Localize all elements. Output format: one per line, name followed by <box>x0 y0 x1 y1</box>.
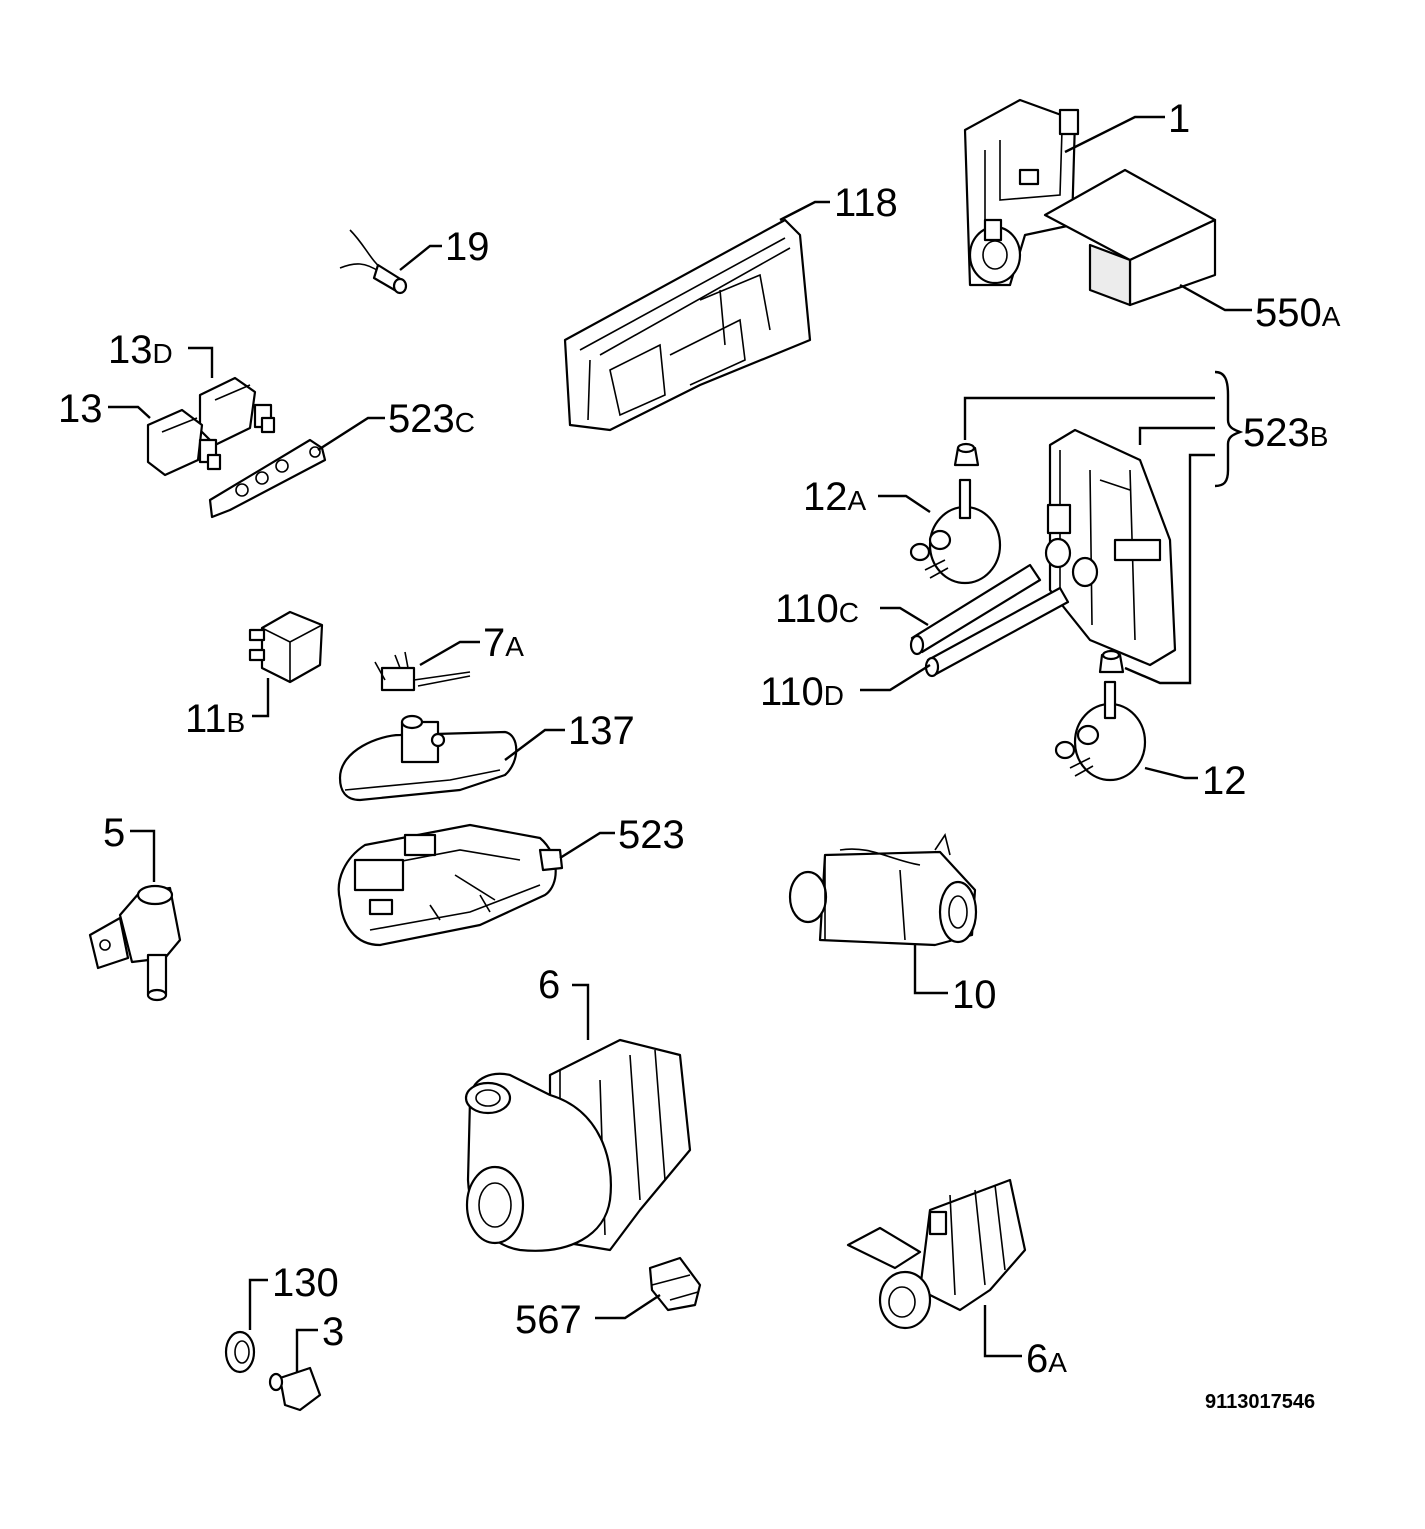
part-19-sensor <box>339 229 408 295</box>
part-7a-microswitch <box>374 651 471 692</box>
label-5: 5 <box>103 811 125 855</box>
label-6: 6 <box>538 963 560 1007</box>
label-3: 3 <box>322 1310 344 1354</box>
leader-lines <box>108 115 1252 1372</box>
part-567-clip <box>648 1256 702 1312</box>
part-130-gasket <box>224 1330 256 1374</box>
label-13: 13 <box>58 387 103 431</box>
label-12: 12 <box>1202 759 1247 803</box>
part-6-circulation-pump <box>464 1038 692 1252</box>
part-3-plug <box>268 1366 322 1412</box>
label-12a: 12A <box>803 475 867 519</box>
part-523c-bracket <box>208 438 327 519</box>
part-12-pressure-switch <box>1054 680 1147 782</box>
label-523c: 523C <box>388 397 475 441</box>
label-118: 118 <box>834 181 898 225</box>
part-523b-pressure-assembly <box>1044 428 1177 667</box>
part-12a-pressure-switch <box>909 478 1002 585</box>
label-130: 130 <box>272 1261 339 1305</box>
label-7a: 7A <box>483 621 524 665</box>
part-523-housing <box>337 823 564 947</box>
part-523b-small-cap-top <box>953 442 980 467</box>
part-labels: 1 118 19 550A 13D 13 523C 523B 12A 110C … <box>58 97 1341 1381</box>
part-110d-hose <box>924 586 1070 678</box>
part-550a-cover <box>1043 168 1217 307</box>
label-1: 1 <box>1168 97 1190 141</box>
part-13d-switch <box>198 376 276 447</box>
label-550a: 550A <box>1255 291 1341 335</box>
label-523b: 523B <box>1243 411 1328 455</box>
part-5-inlet-valve <box>88 884 182 1002</box>
label-110d: 110D <box>760 670 844 714</box>
part-10-heater <box>788 833 978 947</box>
label-13d: 13D <box>108 328 173 372</box>
part-118-dispenser <box>563 218 812 432</box>
part-110c-hose <box>909 563 1042 656</box>
part-137-float <box>338 714 518 802</box>
label-523: 523 <box>618 813 685 857</box>
label-137: 137 <box>568 709 635 753</box>
label-11b: 11B <box>185 697 245 741</box>
part-1-timer <box>963 98 1080 287</box>
label-6a: 6A <box>1026 1337 1067 1381</box>
part-13-switch <box>146 408 222 477</box>
part-11b-relay <box>248 610 324 684</box>
label-10: 10 <box>952 973 997 1017</box>
document-code: 9113017546 <box>1205 1391 1315 1413</box>
label-19: 19 <box>445 225 490 269</box>
part-523b-small-cap-bottom <box>1098 649 1125 674</box>
label-567: 567 <box>515 1298 582 1342</box>
part-6a-drain-pump <box>846 1178 1027 1330</box>
label-110c: 110C <box>775 587 859 631</box>
